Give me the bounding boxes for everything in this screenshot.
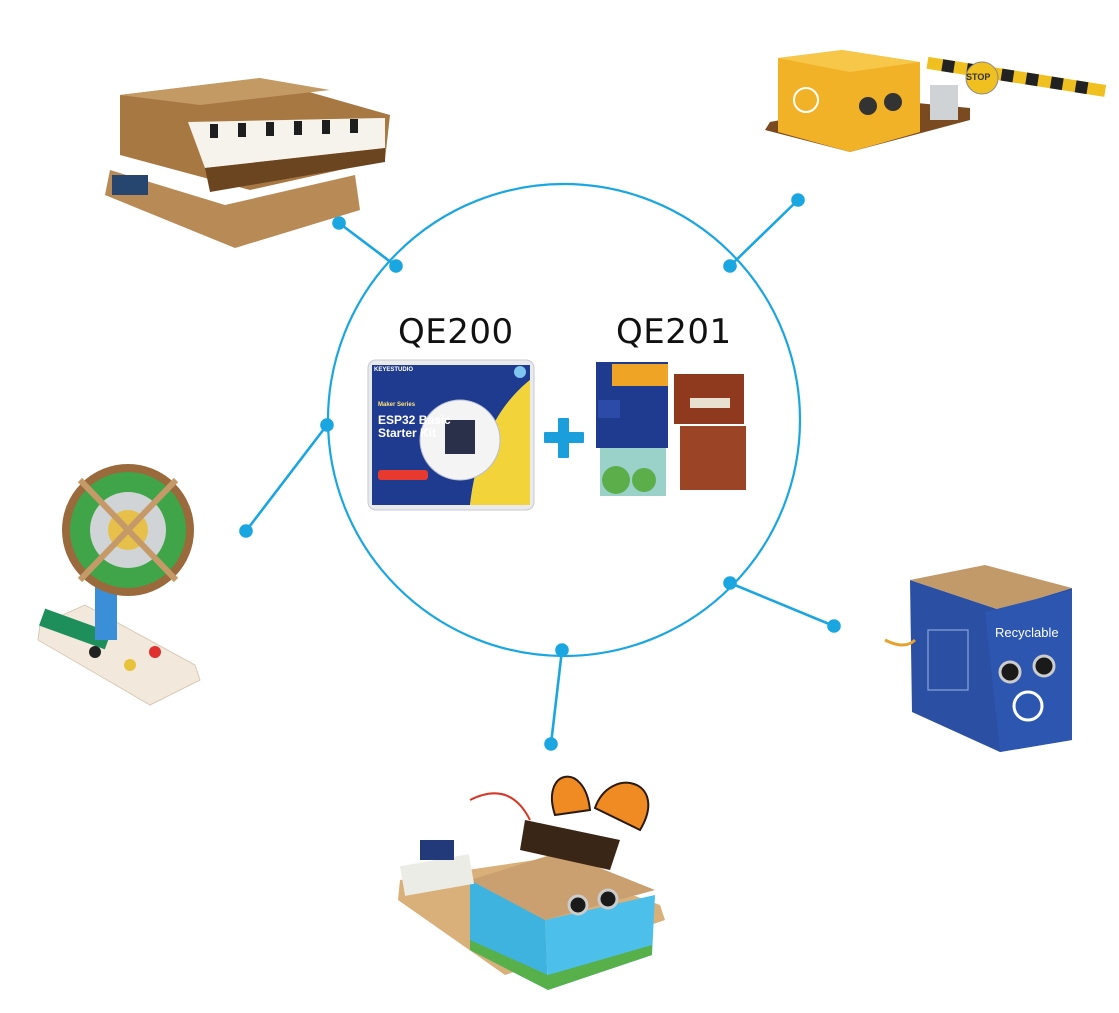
plus-icon [544, 418, 584, 458]
connector-lines [239, 193, 841, 751]
qe200-box-series: Maker Series [378, 402, 416, 408]
kit-label-qe200: QE200 [398, 312, 514, 352]
kit-label-qe201: QE201 [616, 312, 732, 352]
qe200-box-brand: KEYESTUDIO [374, 367, 414, 373]
barrier-stop-sign: STOP [966, 72, 991, 82]
butterfly-project-icon [398, 775, 665, 990]
piano-project-icon [105, 78, 390, 248]
connector-butterfly [544, 643, 569, 751]
connector-barrier [723, 193, 805, 273]
connector-bin [723, 576, 841, 633]
qe200-box-title: ESP32 Basic Starter Kit [378, 413, 451, 440]
recycle-bin-label: Recyclable [995, 625, 1059, 640]
ferris-wheel-project-icon [37, 464, 201, 706]
connector-ferris [239, 418, 334, 538]
qe201-wood-panels [596, 362, 746, 496]
connector-piano [332, 216, 403, 273]
qe200-kit-box [367, 359, 535, 511]
recycle-bin-project-icon [884, 565, 1072, 752]
parking-barrier-project-icon [765, 50, 1107, 152]
